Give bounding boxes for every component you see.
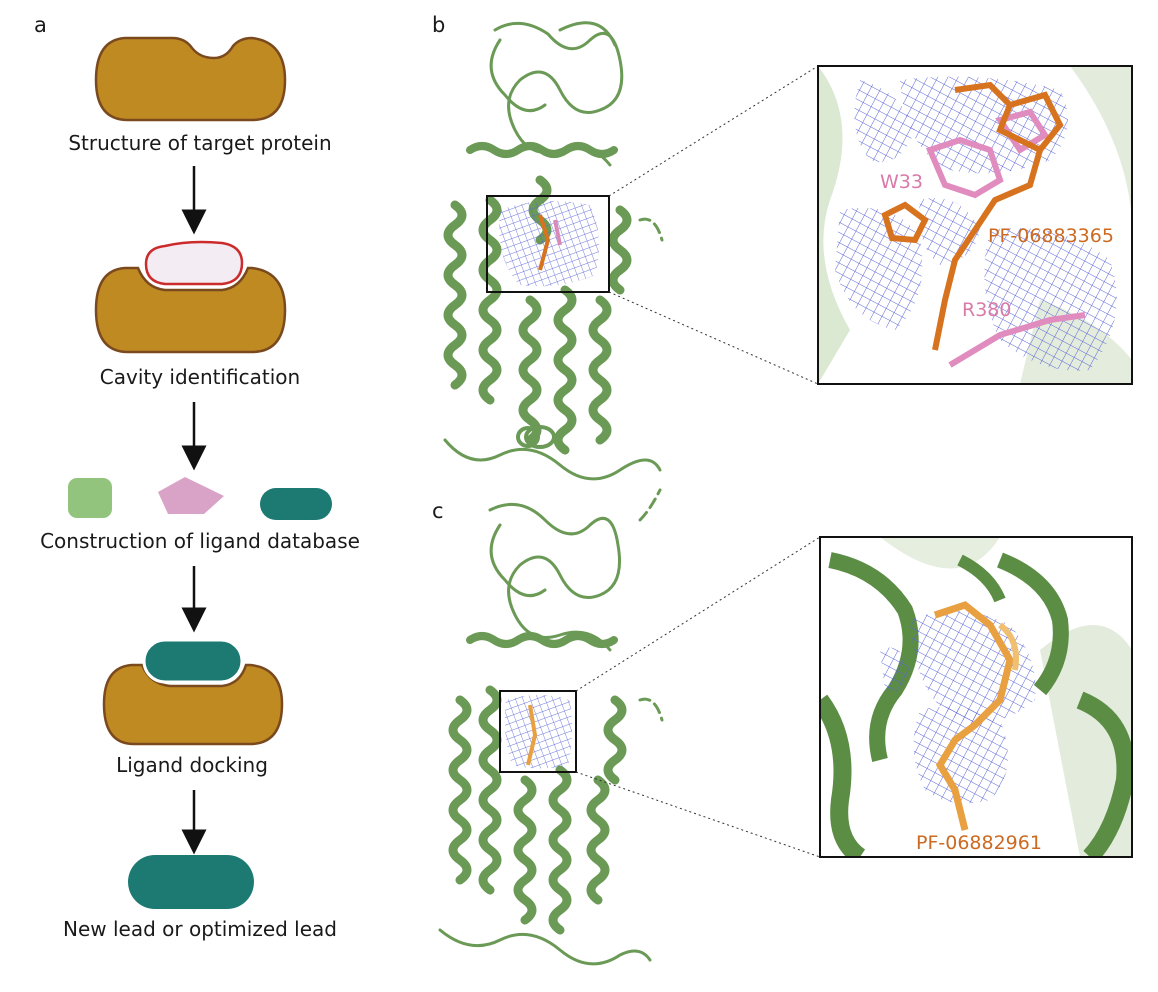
residue-label-w33: W33 <box>880 171 923 193</box>
zoom-line-c-top <box>575 536 821 692</box>
inset-frame-c <box>819 536 1133 858</box>
protein-cartoon-c <box>438 502 664 966</box>
zoom-line-b-bottom <box>608 291 819 385</box>
ligand-square-shape <box>68 478 112 518</box>
ligand-label-b: PF-06883365 <box>988 225 1114 247</box>
ligand-label-c: PF-06882961 <box>916 832 1042 854</box>
zoom-line-c-bottom <box>575 771 821 858</box>
panel-letter-b: b <box>432 13 445 37</box>
inset-b <box>818 66 1132 384</box>
protein-shape-2 <box>94 266 287 354</box>
protein-shape-4 <box>102 663 284 746</box>
workflow-step-4-label: Ligand docking <box>116 753 268 777</box>
ligand-pill-shape <box>260 488 332 520</box>
zoom-box-c <box>499 690 577 773</box>
panel-letter-c: c <box>432 499 444 523</box>
protein-shape-1 <box>94 36 287 122</box>
density-mesh-b-small <box>499 201 599 287</box>
workflow-step-1-label: Structure of target protein <box>68 131 331 155</box>
zoom-box-b <box>486 195 610 293</box>
docked-ligand-shape <box>142 638 244 684</box>
protein-cartoon-b <box>443 21 664 522</box>
workflow-step-3-label: Construction of ligand database <box>40 529 360 553</box>
zoom-line-b-top <box>608 65 819 197</box>
workflow-step-5-label: New lead or optimized lead <box>63 917 337 941</box>
cavity-shape <box>144 240 244 286</box>
workflow-step-2-label: Cavity identification <box>100 365 300 389</box>
density-mesh-c-small <box>504 695 573 769</box>
inset-c <box>820 537 1132 857</box>
inset-frame-b <box>817 65 1133 385</box>
residue-label-r380: R380 <box>962 299 1011 321</box>
lead-shape <box>128 855 254 909</box>
ligand-pentagon-shape <box>158 477 224 514</box>
panel-letter-a: a <box>34 13 47 37</box>
